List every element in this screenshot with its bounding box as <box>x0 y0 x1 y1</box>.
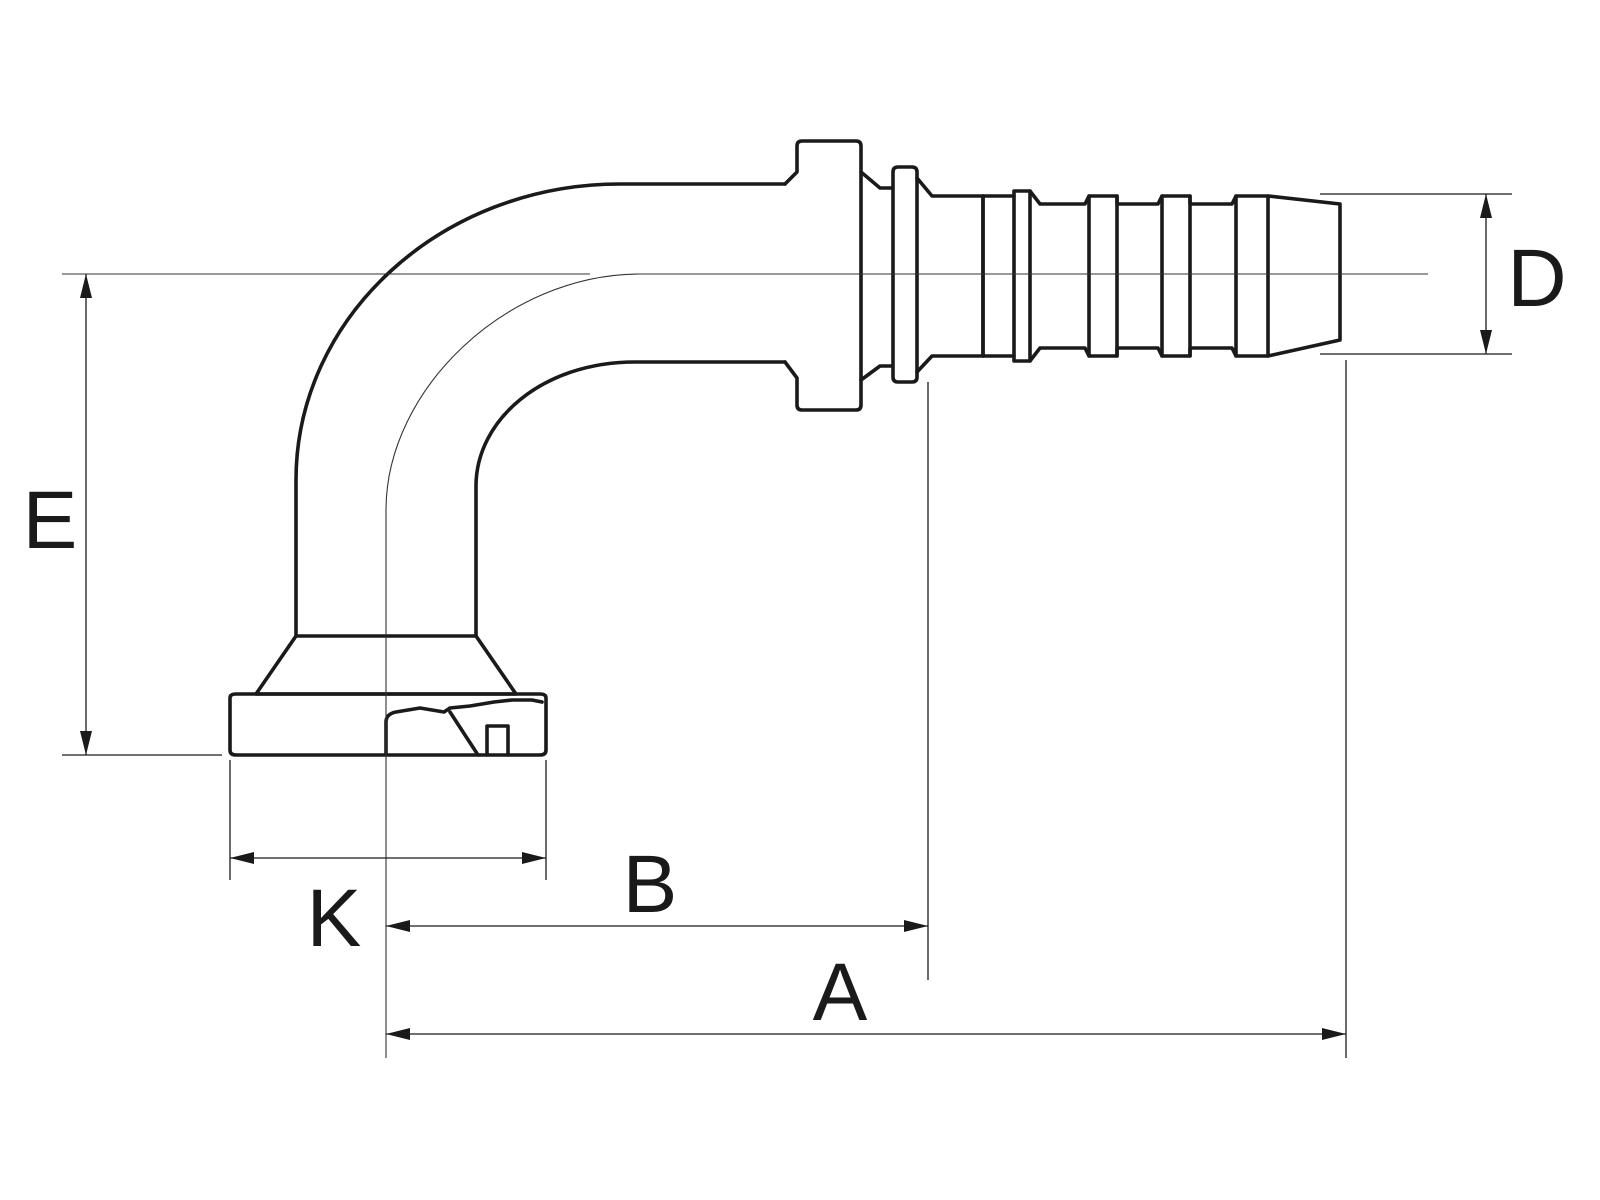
dim-b-arrow-left <box>386 920 410 932</box>
dim-e-extension <box>62 274 222 756</box>
dim-b-extension <box>386 382 929 980</box>
dim-k-arrow-left <box>230 852 254 864</box>
neck-1-lower <box>859 364 893 382</box>
neck-2-lower <box>915 354 985 374</box>
dim-d-arrow-bottom <box>1480 330 1492 354</box>
dim-d-arrow-top <box>1480 194 1492 218</box>
dim-k-arrow-right <box>522 852 546 864</box>
dim-e-arrow-bottom <box>80 731 92 755</box>
flange-section-wedge <box>448 710 480 757</box>
dim-a-arrow-right <box>1322 1028 1346 1040</box>
centerline-curve <box>385 273 641 511</box>
flange <box>228 692 548 757</box>
elbow-outer-contour <box>294 182 787 638</box>
label-k: K <box>307 873 362 964</box>
label-a: A <box>813 947 868 1038</box>
dim-e-arrow-top <box>80 274 92 298</box>
barb-ridges <box>981 189 1270 363</box>
neck-1 <box>859 170 893 190</box>
label-e: E <box>23 475 78 566</box>
center-lines <box>62 273 1428 1058</box>
dim-a-arrow-left <box>386 1028 410 1040</box>
dim-b-arrow-right <box>904 920 928 932</box>
dimension-lines <box>62 193 1512 1058</box>
dimension-labels: D E K B A <box>23 233 1567 1038</box>
fitting-body <box>228 139 1342 757</box>
dim-a-extension <box>386 360 1347 1058</box>
label-d: D <box>1507 233 1566 324</box>
flange-seal-groove <box>485 724 510 757</box>
neck-2 <box>915 176 985 198</box>
dim-d-extension <box>1320 193 1512 355</box>
dim-k-extension <box>229 760 547 880</box>
elbow-inner-contour <box>474 360 787 638</box>
label-b: B <box>623 839 678 930</box>
flange-section-cutaway <box>384 698 544 757</box>
ring-large <box>783 139 863 412</box>
ring-small <box>891 165 919 384</box>
